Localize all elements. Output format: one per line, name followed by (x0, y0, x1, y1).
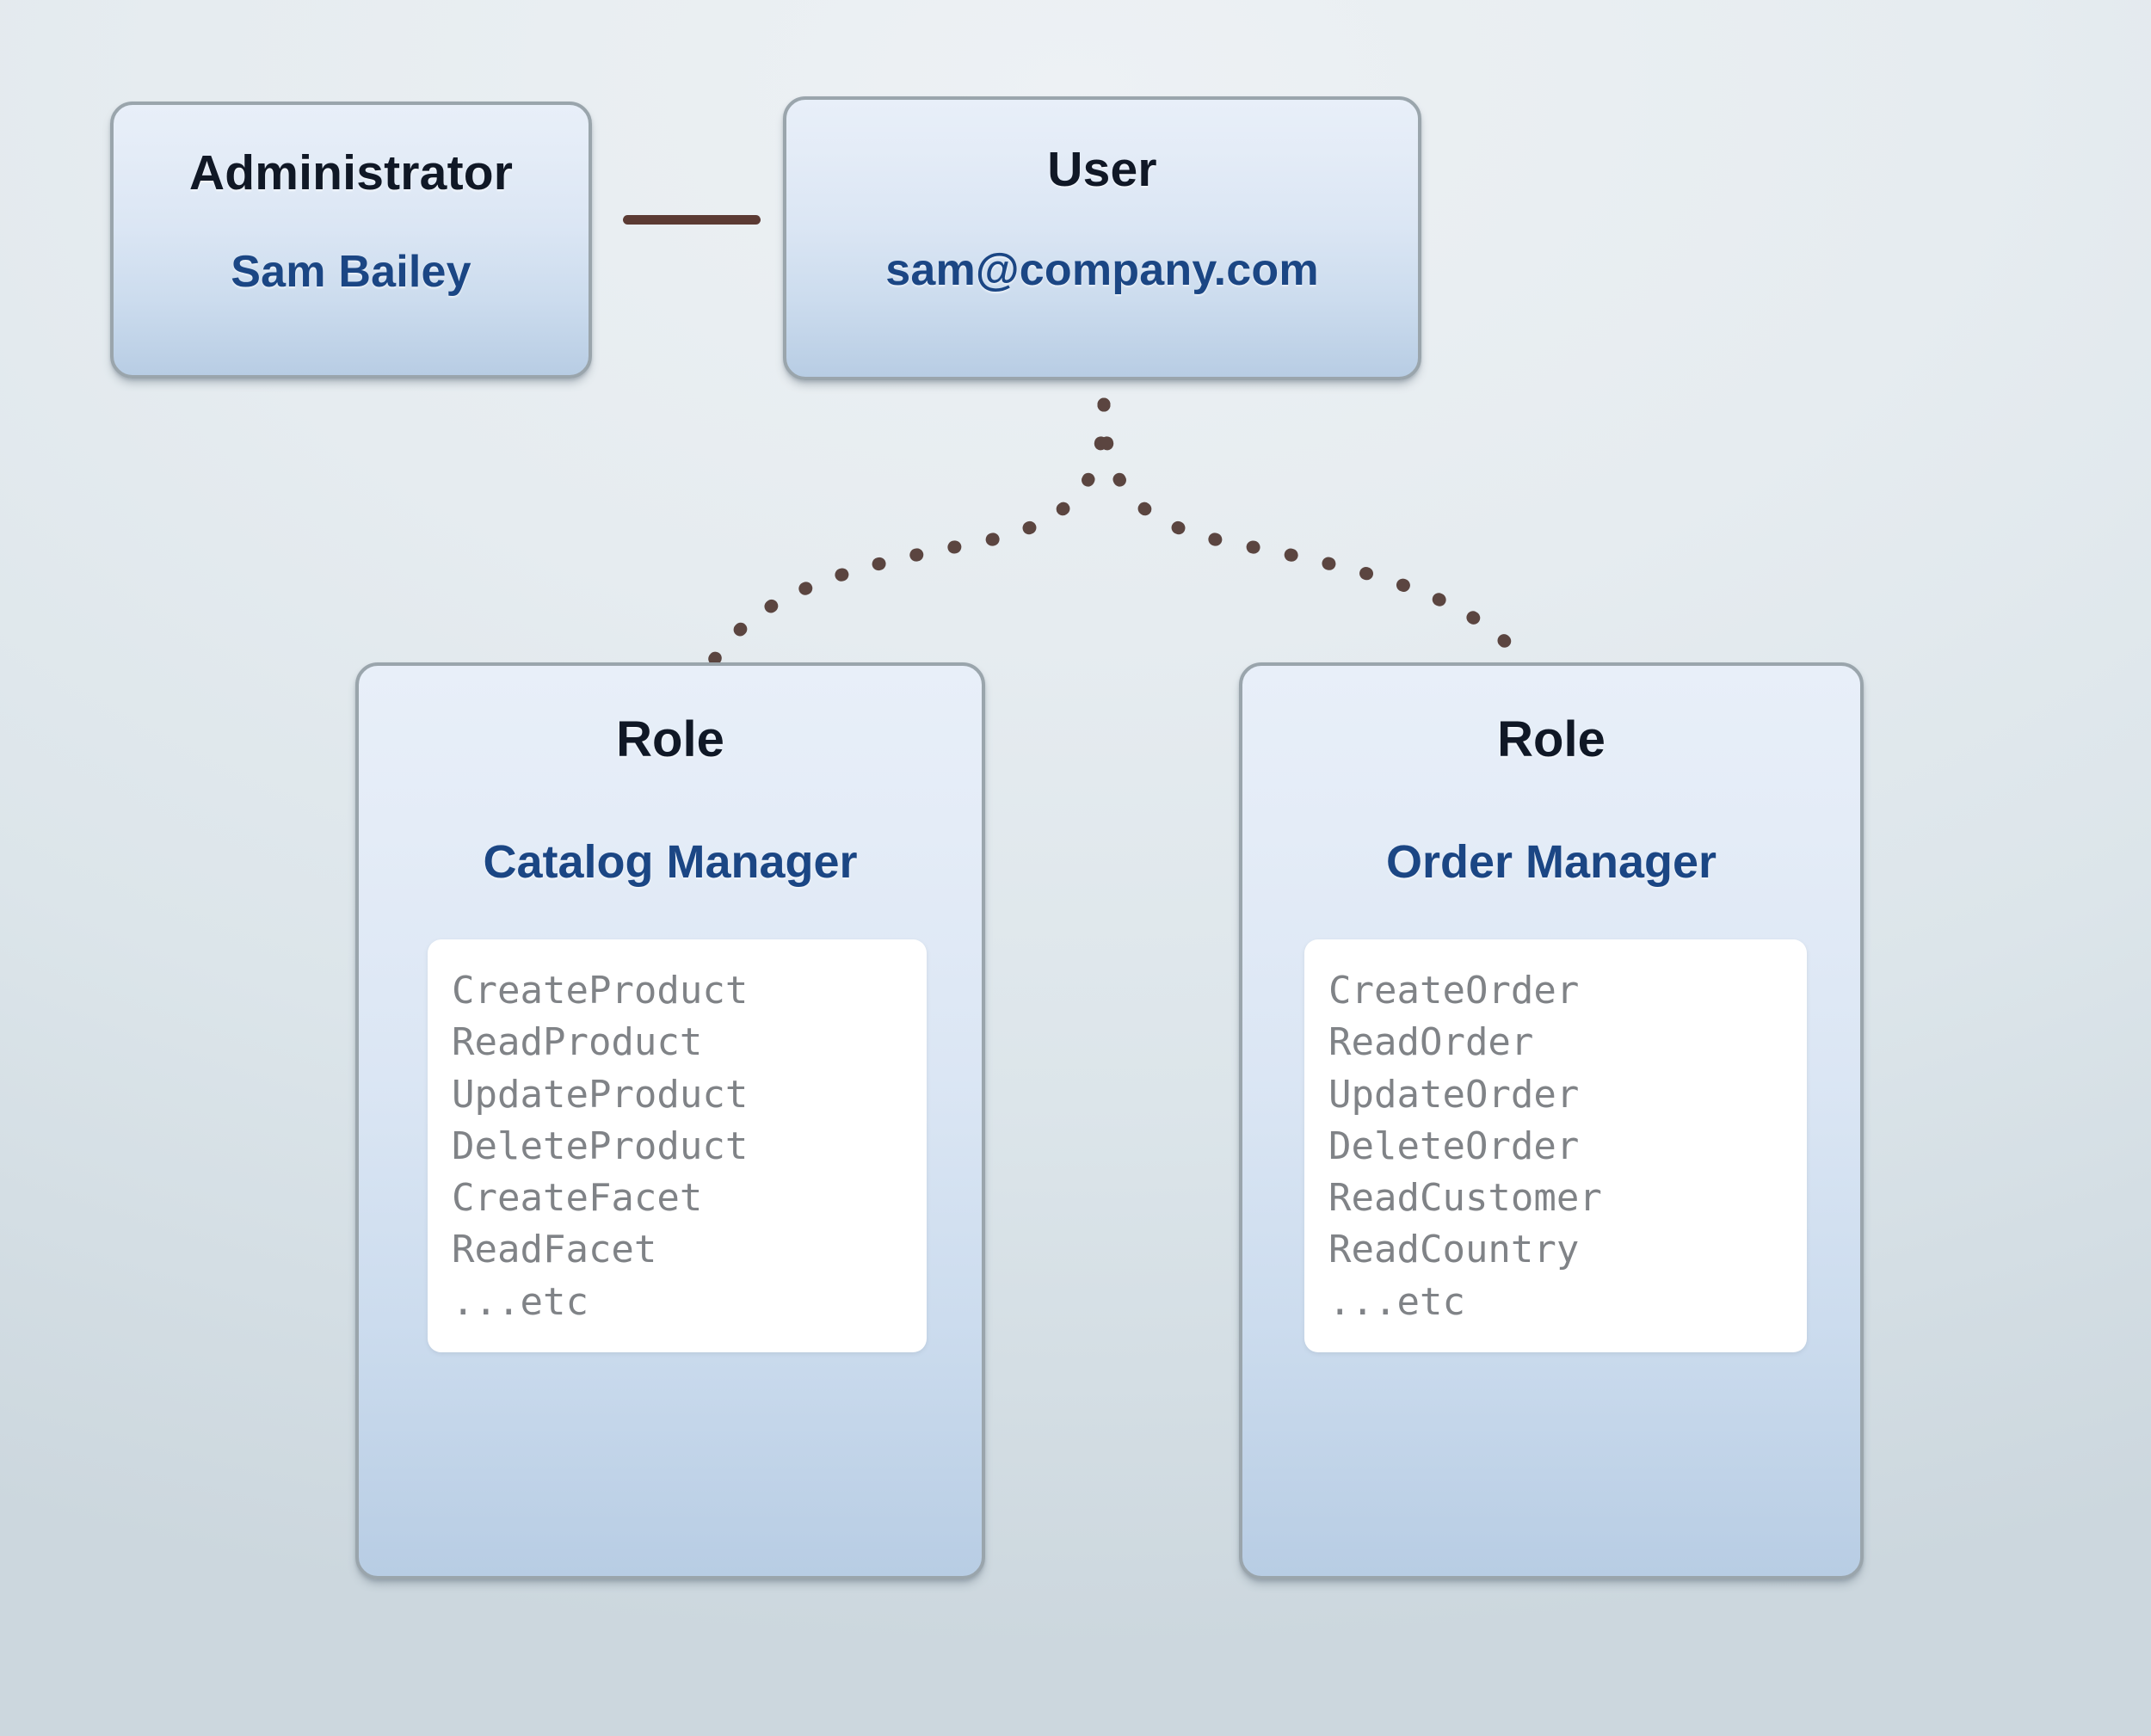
user-value-label: sam@company.com (885, 245, 1319, 295)
user-type-label: User (1047, 142, 1157, 197)
permission-item: CreateOrder (1328, 969, 1580, 1013)
permission-item: ...etc (452, 1279, 589, 1324)
role-left-permission-panel: CreateProduct ReadProduct UpdateProduct … (428, 939, 927, 1352)
role-node-order-manager[interactable]: Role Order Manager CreateOrder ReadOrder… (1239, 662, 1864, 1579)
role-left-type-label: Role (616, 711, 724, 767)
permission-item: ReadFacet (452, 1228, 657, 1272)
permission-item: ReadOrder (1328, 1020, 1534, 1065)
permission-item: ReadCountry (1328, 1228, 1580, 1272)
permission-item: ReadProduct (452, 1020, 703, 1065)
administrator-node[interactable]: Administrator Sam Bailey (110, 102, 592, 379)
dotted-edge-to-order-manager (1097, 397, 1532, 669)
permission-item: UpdateOrder (1328, 1072, 1580, 1117)
role-right-type-label: Role (1497, 711, 1606, 767)
administrator-user-connector (623, 215, 761, 225)
user-node[interactable]: User sam@company.com (783, 96, 1421, 380)
permission-item: ReadCustomer (1328, 1176, 1602, 1221)
administrator-type-label: Administrator (188, 145, 514, 200)
permission-item: DeleteProduct (452, 1123, 749, 1168)
permission-item: DeleteOrder (1328, 1123, 1580, 1168)
permission-item: CreateProduct (452, 969, 749, 1013)
permission-item: CreateFacet (452, 1176, 703, 1221)
administrator-value-label: Sam Bailey (231, 247, 471, 297)
role-node-catalog-manager[interactable]: Role Catalog Manager CreateProduct ReadP… (355, 662, 985, 1579)
role-left-value-label: Catalog Manager (483, 836, 858, 888)
permission-item: ...etc (1328, 1279, 1465, 1324)
role-right-permission-panel: CreateOrder ReadOrder UpdateOrder Delete… (1304, 939, 1807, 1352)
role-right-value-label: Order Manager (1385, 836, 1717, 888)
permission-item: UpdateProduct (452, 1072, 749, 1117)
dotted-edge-to-catalog-manager (706, 397, 1111, 669)
